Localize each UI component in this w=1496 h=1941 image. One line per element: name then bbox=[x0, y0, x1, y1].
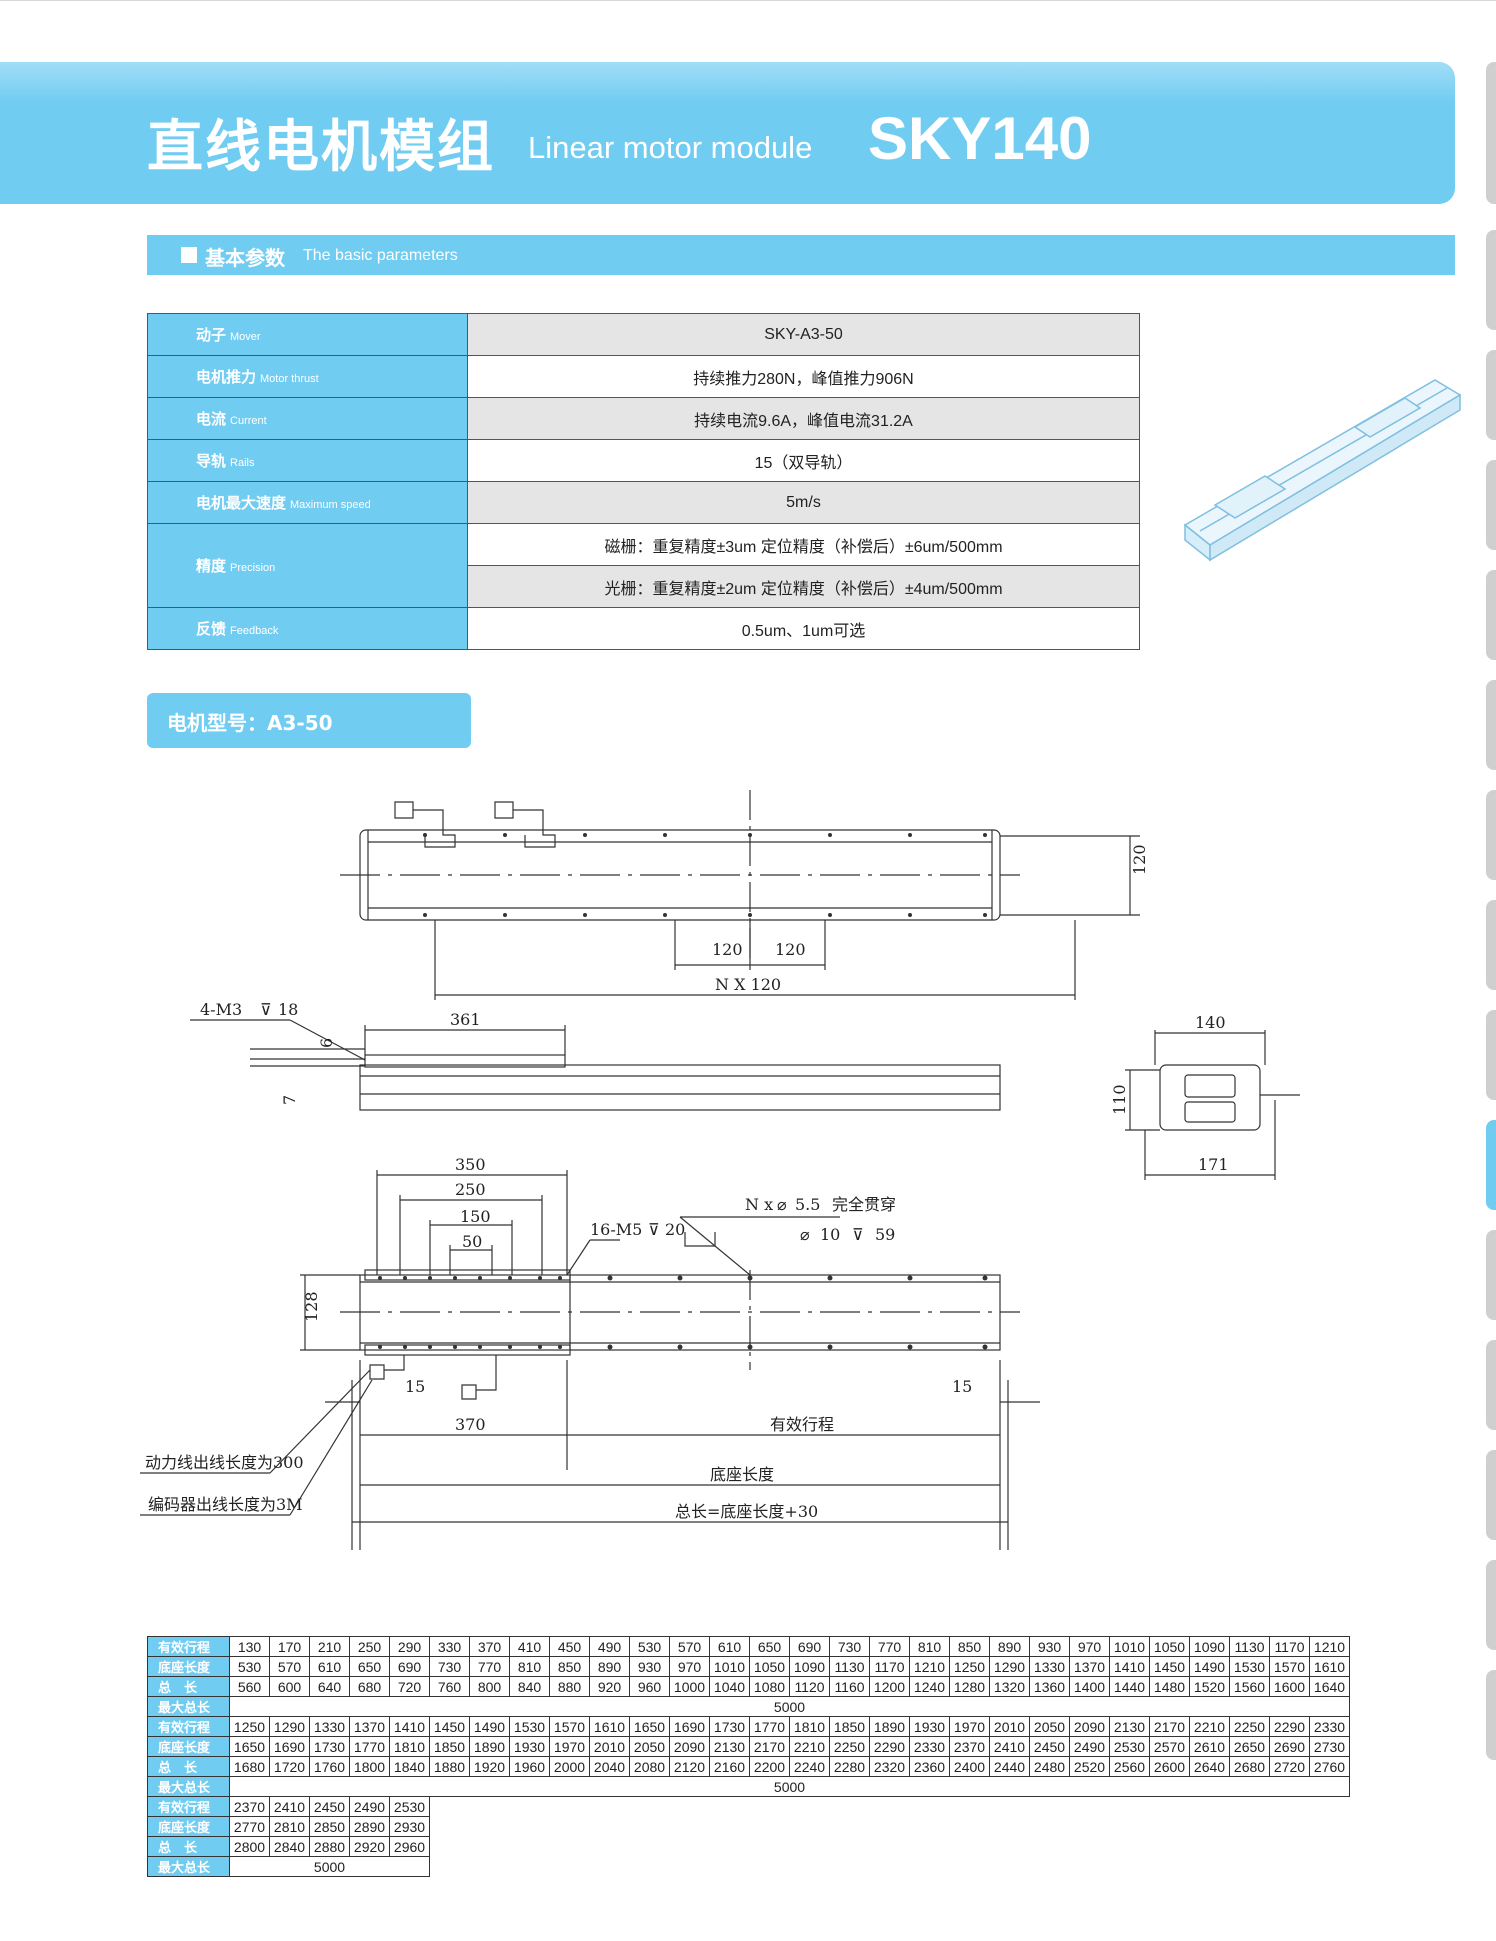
speed-value: 5m/s bbox=[467, 481, 1140, 524]
dim-361: 361 bbox=[450, 1010, 481, 1029]
section-header: 基本参数 The basic parameters bbox=[147, 235, 1455, 275]
diameter-icon: ⌀ bbox=[777, 1195, 787, 1214]
square-bullet-icon bbox=[181, 247, 197, 263]
side-tab-10-active[interactable] bbox=[1486, 1120, 1496, 1210]
label-hole-dia: 5.5 bbox=[795, 1195, 820, 1214]
side-tab-11[interactable] bbox=[1486, 1230, 1496, 1320]
motor-type-label: 电机型号：A3-50 bbox=[147, 693, 471, 748]
product-photo bbox=[1183, 379, 1462, 562]
side-tab-12[interactable] bbox=[1486, 1340, 1496, 1430]
side-tab-6[interactable] bbox=[1486, 680, 1496, 770]
label-4-m3: 4-M3 bbox=[200, 1000, 242, 1019]
dim-7: 7 bbox=[280, 1095, 299, 1105]
cb-diameter-icon: ⌀ bbox=[800, 1225, 810, 1244]
dim-250: 250 bbox=[455, 1180, 486, 1199]
dim-150: 150 bbox=[460, 1207, 491, 1226]
dim-140: 140 bbox=[1195, 1013, 1226, 1032]
thrust-value: 持续推力280N，峰值推力906N bbox=[467, 355, 1140, 398]
dim-171: 171 bbox=[1198, 1155, 1229, 1174]
label-power-cable: 动力线出线长度为300 bbox=[145, 1453, 304, 1472]
side-tab-8[interactable] bbox=[1486, 900, 1496, 990]
page-title-en: Linear motor module bbox=[528, 130, 813, 165]
model-name: SKY140 bbox=[868, 105, 1092, 172]
dim-total-length: 总长=底座长度+30 bbox=[675, 1502, 818, 1521]
current-value: 持续电流9.6A，峰值电流31.2A bbox=[467, 397, 1140, 440]
page-title-cn: 直线电机模组 bbox=[147, 115, 495, 180]
side-tab-5[interactable] bbox=[1486, 570, 1496, 660]
dim-stroke: 有效行程 bbox=[770, 1415, 834, 1434]
section-label-cn: 基本参数 bbox=[205, 246, 285, 270]
label-through: 完全贯穿 bbox=[832, 1195, 896, 1214]
side-tab-4[interactable] bbox=[1486, 460, 1496, 550]
dim-50: 50 bbox=[462, 1232, 482, 1251]
dim-370: 370 bbox=[455, 1415, 486, 1434]
side-tab-13[interactable] bbox=[1486, 1450, 1496, 1540]
dim-120-b: 120 bbox=[775, 940, 806, 959]
dim-120-a: 120 bbox=[712, 940, 743, 959]
section-label-en: The basic parameters bbox=[303, 247, 458, 264]
m5-depth-icon: ⊽ bbox=[648, 1220, 660, 1239]
dim-nx120: N X 120 bbox=[715, 975, 781, 994]
label-cb-depth: 59 bbox=[875, 1225, 895, 1244]
precision-optical: 光栅：重复精度±2um 定位精度（补偿后）±4um/500mm bbox=[467, 565, 1140, 608]
dim-15-left: 15 bbox=[405, 1377, 425, 1396]
dim-6: 6 bbox=[317, 1038, 336, 1048]
dim-base-length: 底座长度 bbox=[710, 1465, 774, 1484]
side-tab-14[interactable] bbox=[1486, 1560, 1496, 1650]
label-m5-depth: 20 bbox=[665, 1220, 685, 1239]
side-tab-2[interactable] bbox=[1486, 230, 1496, 330]
dim-15-right: 15 bbox=[952, 1377, 972, 1396]
dim-110: 110 bbox=[1110, 1084, 1129, 1115]
top-rule bbox=[0, 0, 1496, 1]
dim-120-height: 120 bbox=[1130, 844, 1149, 875]
side-tab-15[interactable] bbox=[1486, 1670, 1496, 1760]
label-m3-depth: 18 bbox=[278, 1000, 298, 1019]
rails-value: 15（双导轨） bbox=[467, 439, 1140, 482]
precision-magnetic: 磁栅：重复精度±3um 定位精度（补偿后）±6um/500mm bbox=[467, 523, 1140, 566]
label-cb-dia: 10 bbox=[820, 1225, 840, 1244]
label-hole-count: N x bbox=[745, 1195, 773, 1214]
side-tab-3[interactable] bbox=[1486, 350, 1496, 440]
header-banner: 直线电机模组 Linear motor module SKY140 bbox=[0, 62, 1455, 204]
label-encoder-cable: 编码器出线长度为3M bbox=[148, 1495, 303, 1514]
side-tab-1[interactable] bbox=[1486, 62, 1496, 204]
mover-value: SKY-A3-50 bbox=[467, 313, 1140, 356]
side-tab-7[interactable] bbox=[1486, 790, 1496, 880]
feedback-value: 0.5um、1um可选 bbox=[467, 607, 1140, 650]
label-16-m5: 16-M5 bbox=[590, 1220, 642, 1239]
dim-128: 128 bbox=[302, 1291, 321, 1322]
m3-depth-icon: ⊽ bbox=[260, 1000, 272, 1019]
side-tab-9[interactable] bbox=[1486, 1010, 1496, 1100]
dim-350: 350 bbox=[455, 1155, 486, 1174]
cb-depth-icon: ⊽ bbox=[852, 1225, 864, 1244]
engineering-drawing: 120 120 120 N X 120 4-M3 ⊽ 18 361 6 7 14… bbox=[140, 790, 1300, 1550]
